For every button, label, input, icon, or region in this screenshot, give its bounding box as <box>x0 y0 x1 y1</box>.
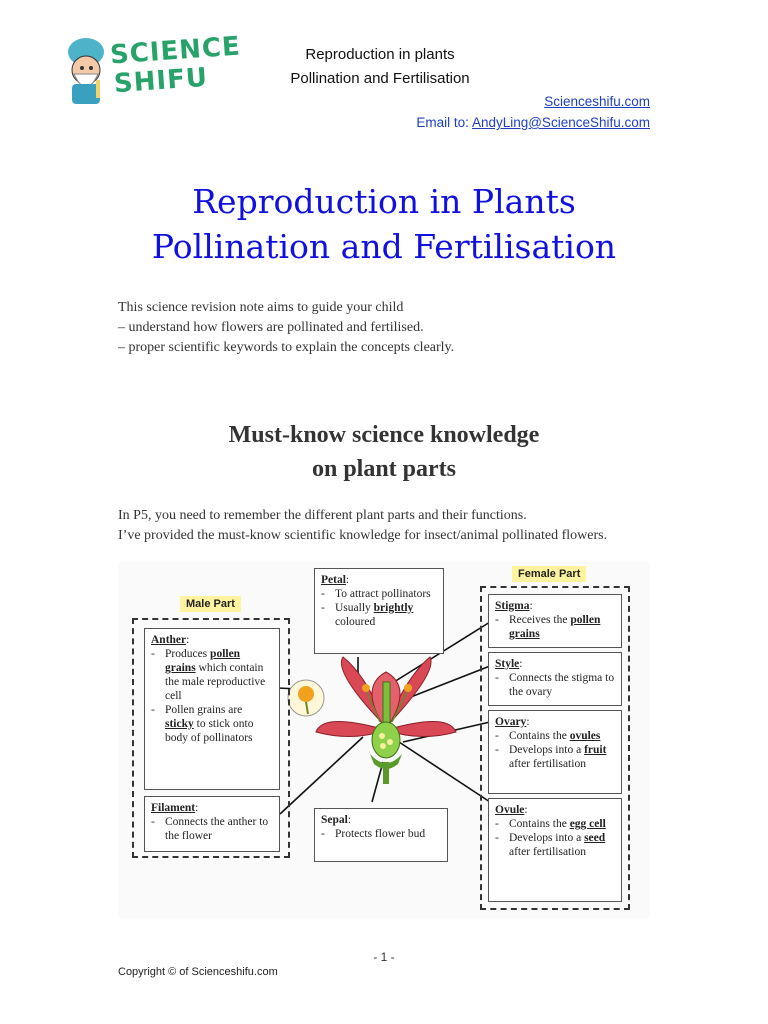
anther-item-2c: to stick onto body of pollinators <box>165 718 254 744</box>
ovule-dash-2: - <box>495 832 499 844</box>
email-row: Email to: AndyLing@ScienceShifu.com <box>416 115 650 130</box>
stigma-item-1b: pollen grains <box>509 614 601 640</box>
filament-item-1: Connects the anther to the flower <box>165 816 269 842</box>
intro-line-2: – understand how flowers are pollinated … <box>118 320 424 335</box>
ovary-item-1a: Contains the <box>509 730 570 742</box>
scienceshifu-logo: SCIENCE SHIFU <box>62 30 242 108</box>
page-number: - 1 - <box>373 950 395 964</box>
petal-item-2c: coloured <box>335 616 376 628</box>
anther-box: Anther: -Produces pollen grains which co… <box>144 628 280 790</box>
filament-box: Filament: -Connects the anther to the fl… <box>144 796 280 852</box>
body-line-2: I’ve provided the must-know scientific k… <box>118 528 608 543</box>
ovary-dash-2: - <box>495 744 499 756</box>
sepal-colon: : <box>347 814 352 826</box>
intro-line-1: This science revision note aims to guide… <box>118 300 404 315</box>
site-link-row: Scienceshifu.com <box>544 94 650 109</box>
section-heading-2: on plant parts <box>311 456 457 482</box>
female-part-frame <box>480 586 630 910</box>
sepal-dash-1: - <box>321 828 325 840</box>
ovary-item-2a: Develops into a <box>509 744 585 756</box>
site-link[interactable]: Scienceshifu.com <box>544 94 650 109</box>
ovary-item-2b: fruit <box>584 744 607 756</box>
ovule-box: Ovule: -Contains the egg cell -Develops … <box>488 798 622 902</box>
filament-title: Filament <box>151 802 196 814</box>
ovule-item-2b: seed <box>584 832 606 844</box>
anther-dash-1: - <box>151 648 155 660</box>
petal-dash-2: - <box>321 602 325 614</box>
ovary-item-2c: after fertilisation <box>509 758 586 770</box>
ovule-colon: : <box>524 804 528 816</box>
petal-box: Petal: -To attract pollinators -Usually … <box>314 568 444 654</box>
copyright-text: Copyright © of Scienceshifu.com <box>118 966 278 978</box>
ovule-item-1a: Contains the <box>509 818 570 830</box>
ovary-item-1b: ovules <box>569 730 601 742</box>
petal-item-2b: brightly <box>373 602 414 614</box>
petal-title: Petal <box>321 574 346 586</box>
main-title-1: Reproduction in Plants <box>192 182 576 221</box>
stigma-dash-1: - <box>495 614 499 626</box>
anther-dash-2: - <box>151 704 155 716</box>
stigma-title: Stigma <box>495 600 530 612</box>
style-dash-1: - <box>495 672 499 684</box>
filament-dash-1: - <box>151 816 155 828</box>
anther-item-1c: which contain the male reproductive cell <box>165 662 266 702</box>
ovule-dash-1: - <box>495 818 499 830</box>
anther-item-1a: Produces <box>165 648 211 660</box>
ovary-dash-1: - <box>495 730 499 742</box>
body-line-1: In P5, you need to remember the differen… <box>118 508 527 523</box>
flower-illustration <box>277 621 491 815</box>
style-item-1: Connects the stigma to the ovary <box>509 672 615 698</box>
ovary-title: Ovary <box>495 716 527 728</box>
stigma-item-1a: Receives the <box>509 614 571 626</box>
filament-colon: : <box>195 802 199 814</box>
ovary-colon: : <box>526 716 530 728</box>
petal-item-2a: Usually <box>335 602 374 614</box>
email-link[interactable]: AndyLing@ScienceShifu.com <box>471 115 650 130</box>
male-part-tag: Male Part <box>180 596 241 612</box>
style-colon: : <box>519 658 523 670</box>
male-part-frame <box>132 618 290 858</box>
flower-diagram: Male Part Anther: -Produces pollen grain… <box>118 562 650 918</box>
logo-mascot-icon <box>68 38 104 104</box>
ovule-item-1b: egg cell <box>569 818 606 830</box>
sepal-item-1: Protects flower bud <box>335 828 426 840</box>
petal-item-1: To attract pollinators <box>335 588 431 600</box>
doc-title-2: Pollination and Fertilisation <box>290 70 470 87</box>
anther-title: Anther <box>151 634 187 646</box>
anther-item-1b: pollen grains <box>165 648 241 674</box>
stigma-box: Stigma: -Receives the pollen grains <box>488 594 622 648</box>
ovule-item-2c: after fertilisation <box>509 846 586 858</box>
petal-colon: : <box>345 574 350 586</box>
email-label: Email to: <box>416 115 472 130</box>
petal-dash-1: - <box>321 588 325 600</box>
style-box: Style: -Connects the stigma to the ovary <box>488 652 622 706</box>
sepal-title: Sepal <box>321 814 348 826</box>
ovule-title: Ovule <box>495 804 525 816</box>
anther-item-2a: Pollen grains are <box>165 704 243 716</box>
intro-line-3: – proper scientific keywords to explain … <box>118 340 455 355</box>
anther-item-2b: sticky <box>165 718 194 730</box>
main-title-2: Pollination and Fertilisation <box>151 227 617 266</box>
section-heading-1: Must-know science knowledge <box>228 422 540 448</box>
ovary-box: Ovary: -Contains the ovules -Develops in… <box>488 710 622 794</box>
style-title: Style <box>495 658 520 670</box>
female-part-tag: Female Part <box>512 566 587 582</box>
stigma-colon: : <box>529 600 533 612</box>
doc-title-1: Reproduction in plants <box>305 46 455 63</box>
anther-colon: : <box>186 634 190 646</box>
ovule-item-2a: Develops into a <box>509 832 585 844</box>
sepal-box: Sepal: -Protects flower bud <box>314 808 448 862</box>
